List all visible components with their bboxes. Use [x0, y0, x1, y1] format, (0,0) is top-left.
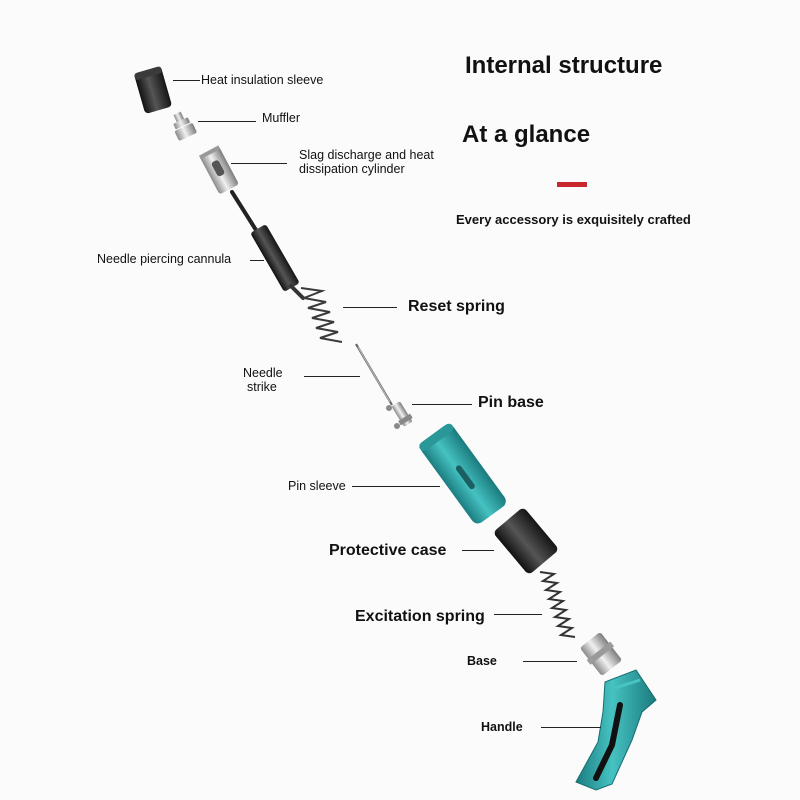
label-pin-sleeve: Pin sleeve: [288, 479, 346, 493]
label-needle-strike-line1: Needle: [243, 366, 283, 380]
label-protective-case: Protective case: [329, 542, 446, 560]
reset-spring-part: [301, 288, 342, 342]
label-base: Base: [467, 654, 497, 668]
tagline: Every accessory is exquisitely crafted: [456, 213, 691, 228]
leader-protective-case: [462, 550, 494, 551]
pin-base-part: [390, 400, 415, 428]
leader-pin-base: [412, 404, 472, 405]
heat-insulation-sleeve-part: [134, 66, 172, 114]
page-title: Internal structure: [465, 52, 662, 80]
protective-case-part: [493, 507, 560, 576]
label-handle: Handle: [481, 720, 523, 734]
label-needle-strike-line2: strike: [247, 380, 277, 394]
leader-handle: [541, 727, 601, 728]
handle-part: [576, 670, 656, 790]
label-pin-base: Pin base: [478, 394, 544, 412]
label-muffler: Muffler: [262, 111, 300, 125]
label-slag-line1: Slag discharge and heat: [299, 148, 434, 162]
leader-needle-strike: [304, 376, 360, 377]
leader-reset-spring: [343, 307, 397, 308]
label-excitation-spring: Excitation spring: [355, 608, 485, 626]
label-heat-insulation-sleeve: Heat insulation sleeve: [201, 73, 323, 87]
leader-heat-insulation-sleeve: [173, 80, 200, 81]
page-subtitle: At a glance: [462, 121, 590, 149]
pin-sleeve-part: [417, 422, 508, 526]
base-part: [578, 631, 624, 678]
slag-cylinder-part: [199, 145, 239, 194]
muffler-part: [168, 109, 197, 141]
leader-excitation-spring: [494, 614, 542, 615]
leader-cannula: [250, 260, 264, 261]
leader-pin-sleeve: [352, 486, 440, 487]
label-slag-line2: dissipation cylinder: [299, 162, 405, 176]
excitation-spring-part: [540, 572, 575, 637]
label-needle-piercing-cannula: Needle piercing cannula: [97, 252, 231, 266]
leader-slag-cylinder: [231, 163, 287, 164]
label-reset-spring: Reset spring: [408, 298, 505, 316]
leader-muffler: [198, 121, 256, 122]
leader-base: [523, 661, 577, 662]
accent-bar: [557, 182, 587, 187]
cannula-part: [250, 224, 300, 292]
